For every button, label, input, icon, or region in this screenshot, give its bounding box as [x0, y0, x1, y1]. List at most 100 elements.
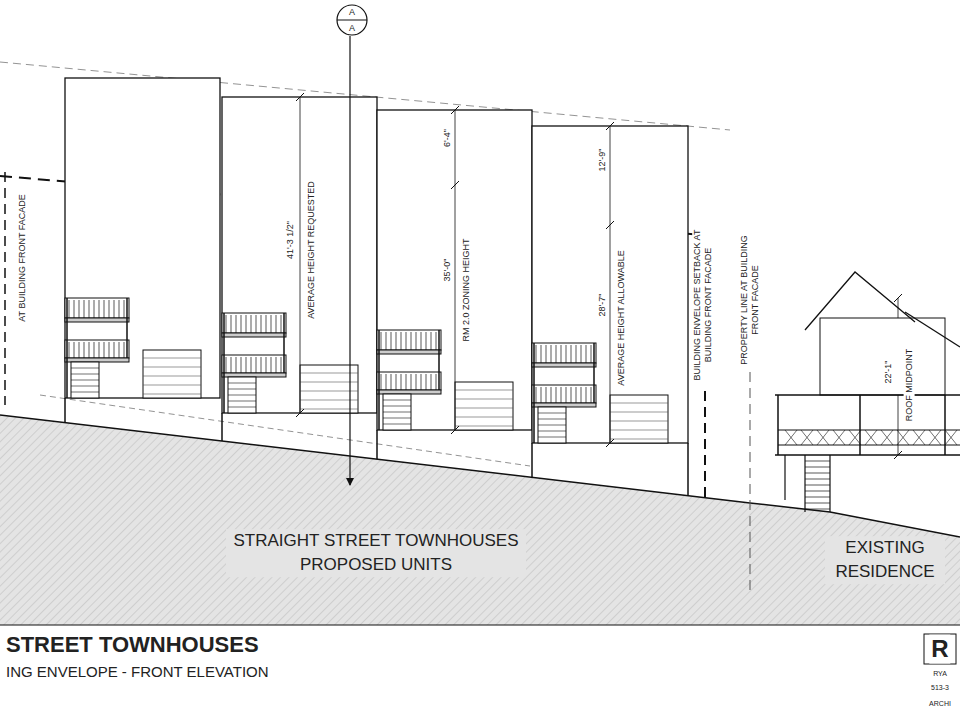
stair-tread — [805, 467, 830, 468]
dimension-label: AT BUILDING FRONT FACADE — [17, 192, 28, 324]
baluster — [426, 332, 427, 350]
baluster — [261, 315, 262, 333]
foundation-wall — [64, 398, 66, 423]
entry-door — [538, 407, 566, 443]
baluster — [586, 387, 587, 403]
baluster — [251, 357, 252, 373]
gable-roof — [805, 272, 915, 330]
garage-panel — [455, 426, 513, 427]
existing-residence — [775, 272, 960, 512]
area-label: STRAIGHT STREET TOWNHOUSES PROPOSED UNIT… — [226, 529, 526, 577]
garage-panel — [610, 439, 668, 440]
baluster — [281, 315, 282, 333]
deck-railing — [532, 343, 596, 363]
baluster — [236, 315, 237, 333]
porch-post — [944, 395, 946, 455]
porch-deck — [775, 454, 960, 456]
deck-railing — [222, 313, 286, 333]
entry-door — [228, 377, 256, 413]
baluster — [84, 300, 85, 318]
baluster — [566, 387, 567, 403]
baluster — [561, 345, 562, 363]
door-panel — [383, 418, 411, 419]
door-panel — [538, 431, 566, 432]
garage-panel — [455, 390, 513, 391]
garage-panel — [455, 408, 513, 409]
rail-brace — [833, 430, 845, 445]
porch-beam — [775, 394, 960, 396]
door-panel — [71, 380, 99, 381]
rail-brace — [897, 430, 909, 445]
garage-panel — [300, 409, 358, 410]
baluster — [109, 342, 110, 358]
property-line — [750, 372, 751, 590]
dimension-label: AVERAGE HEIGHT ALLOWABLE — [616, 248, 627, 387]
baluster — [591, 345, 592, 363]
baluster — [386, 332, 387, 350]
baluster — [124, 300, 125, 318]
porch-rail — [778, 430, 960, 431]
deck-railing — [532, 385, 596, 403]
title-block-text: R — [929, 635, 950, 664]
baluster — [391, 374, 392, 390]
stair-tread — [805, 479, 830, 480]
garage-panel — [300, 400, 358, 401]
baluster — [421, 374, 422, 390]
baluster — [119, 342, 120, 358]
deck — [65, 298, 129, 398]
dimension-tick — [606, 221, 614, 229]
stair-tread — [805, 509, 830, 510]
section-marker-divider — [337, 20, 367, 21]
dimension-tick — [451, 181, 459, 189]
foundation-wall — [221, 413, 223, 441]
baluster — [69, 342, 70, 358]
rail-brace — [865, 430, 877, 445]
baluster — [256, 357, 257, 373]
baluster — [436, 332, 437, 350]
baluster — [546, 387, 547, 403]
logo-box — [924, 634, 956, 664]
baluster — [114, 342, 115, 358]
deck-floor — [65, 318, 129, 322]
section-marker-label: A — [347, 7, 357, 18]
rail-brace — [945, 430, 957, 445]
dimension-tick — [606, 122, 614, 130]
deck-floor — [65, 358, 129, 362]
baluster — [99, 300, 100, 318]
dimension-tick — [451, 106, 459, 114]
porch-post — [777, 395, 779, 455]
foundation-wall — [531, 443, 533, 477]
baluster — [281, 357, 282, 373]
garage-panel — [610, 421, 668, 422]
garage-panel — [143, 358, 201, 359]
baluster — [391, 332, 392, 350]
deck-post — [533, 343, 535, 443]
title-block-text: ARCHI — [927, 700, 953, 708]
dimension-label: RM 2.0 ZONING HEIGHT — [461, 236, 472, 343]
baluster — [246, 357, 247, 373]
garage-panel — [143, 367, 201, 368]
ground-line — [0, 415, 960, 537]
deck-railing — [65, 298, 129, 318]
baluster — [536, 387, 537, 403]
baluster — [74, 300, 75, 318]
baluster — [536, 345, 537, 363]
baluster — [261, 357, 262, 373]
dimension-tick — [296, 93, 304, 101]
baluster — [571, 387, 572, 403]
door-panel — [538, 437, 566, 438]
rail-brace — [785, 430, 797, 445]
deck — [377, 330, 441, 430]
garage-panel — [300, 391, 358, 392]
foundation-wall — [376, 430, 378, 459]
baluster — [586, 345, 587, 363]
baluster — [94, 342, 95, 358]
area-label: EXISTING RESIDENCE — [825, 536, 945, 584]
dimension-line — [610, 126, 611, 225]
rail-brace — [929, 430, 941, 445]
foundation-wall — [687, 443, 689, 496]
baluster — [266, 357, 267, 373]
rail-brace — [817, 430, 829, 445]
rail-brace — [849, 430, 861, 445]
pier — [784, 455, 785, 500]
